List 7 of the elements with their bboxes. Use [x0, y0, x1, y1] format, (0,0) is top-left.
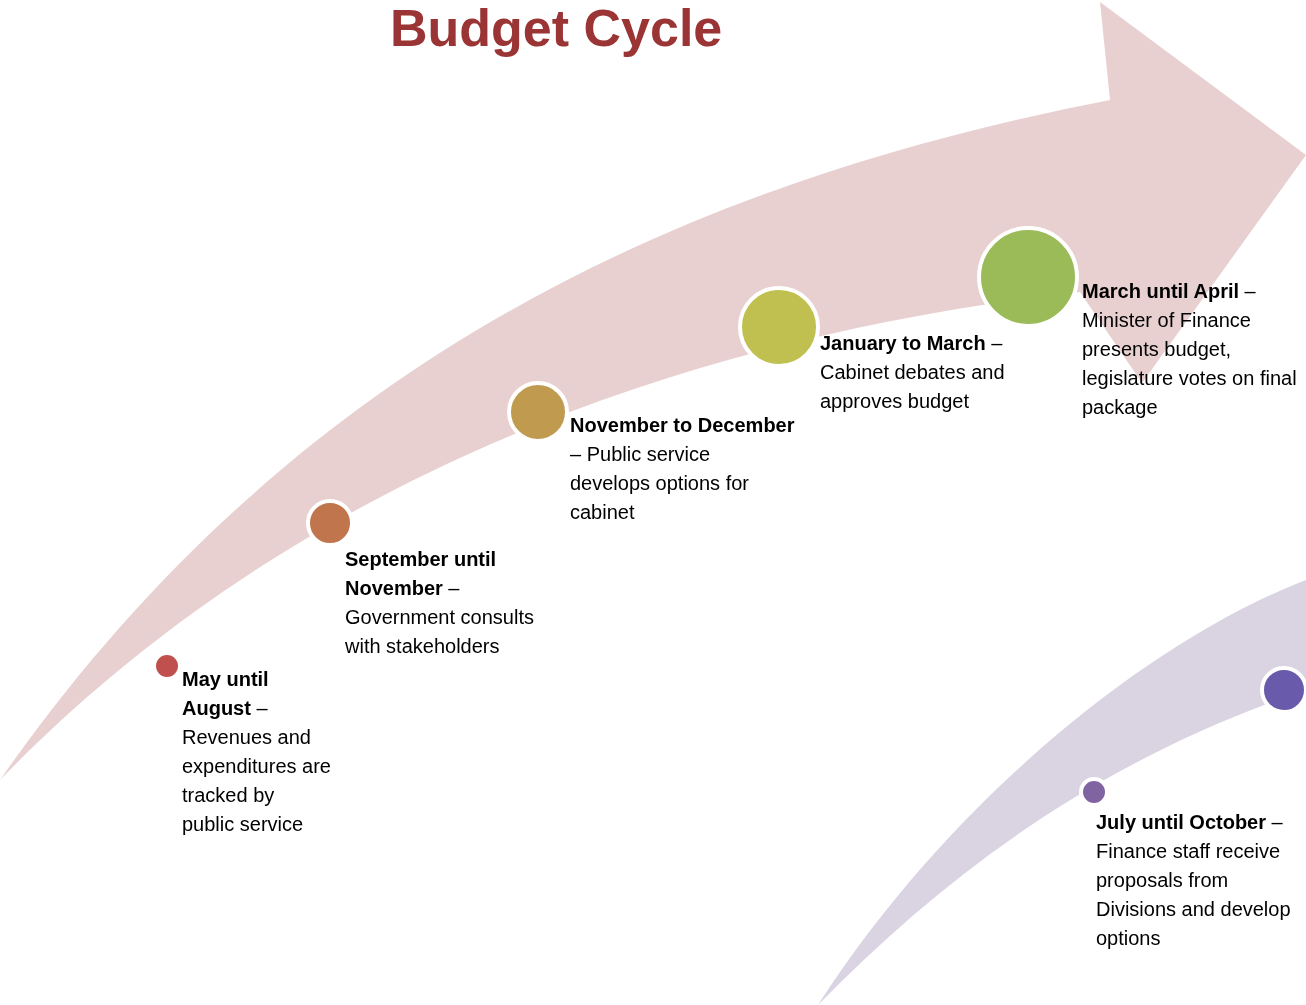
milestone-text: January to March – Cabinet debates and approves budget — [820, 331, 1006, 414]
milestone-text: May until August – Revenues and expenditures are tracked by public service — [182, 667, 332, 837]
milestone-text: November to December – Public service develops options for cabinet — [570, 413, 795, 525]
milestone-text: March until April – Minister of Finance presents budget, legislature votes on final package — [1082, 279, 1297, 420]
title: Budget Cycle — [390, 0, 723, 59]
milestone-text: July until October – Finance staff receive proposals from Divisions and develop options — [1096, 810, 1292, 951]
milestone-text: September until November – Government consults with stakeholders — [345, 547, 535, 659]
